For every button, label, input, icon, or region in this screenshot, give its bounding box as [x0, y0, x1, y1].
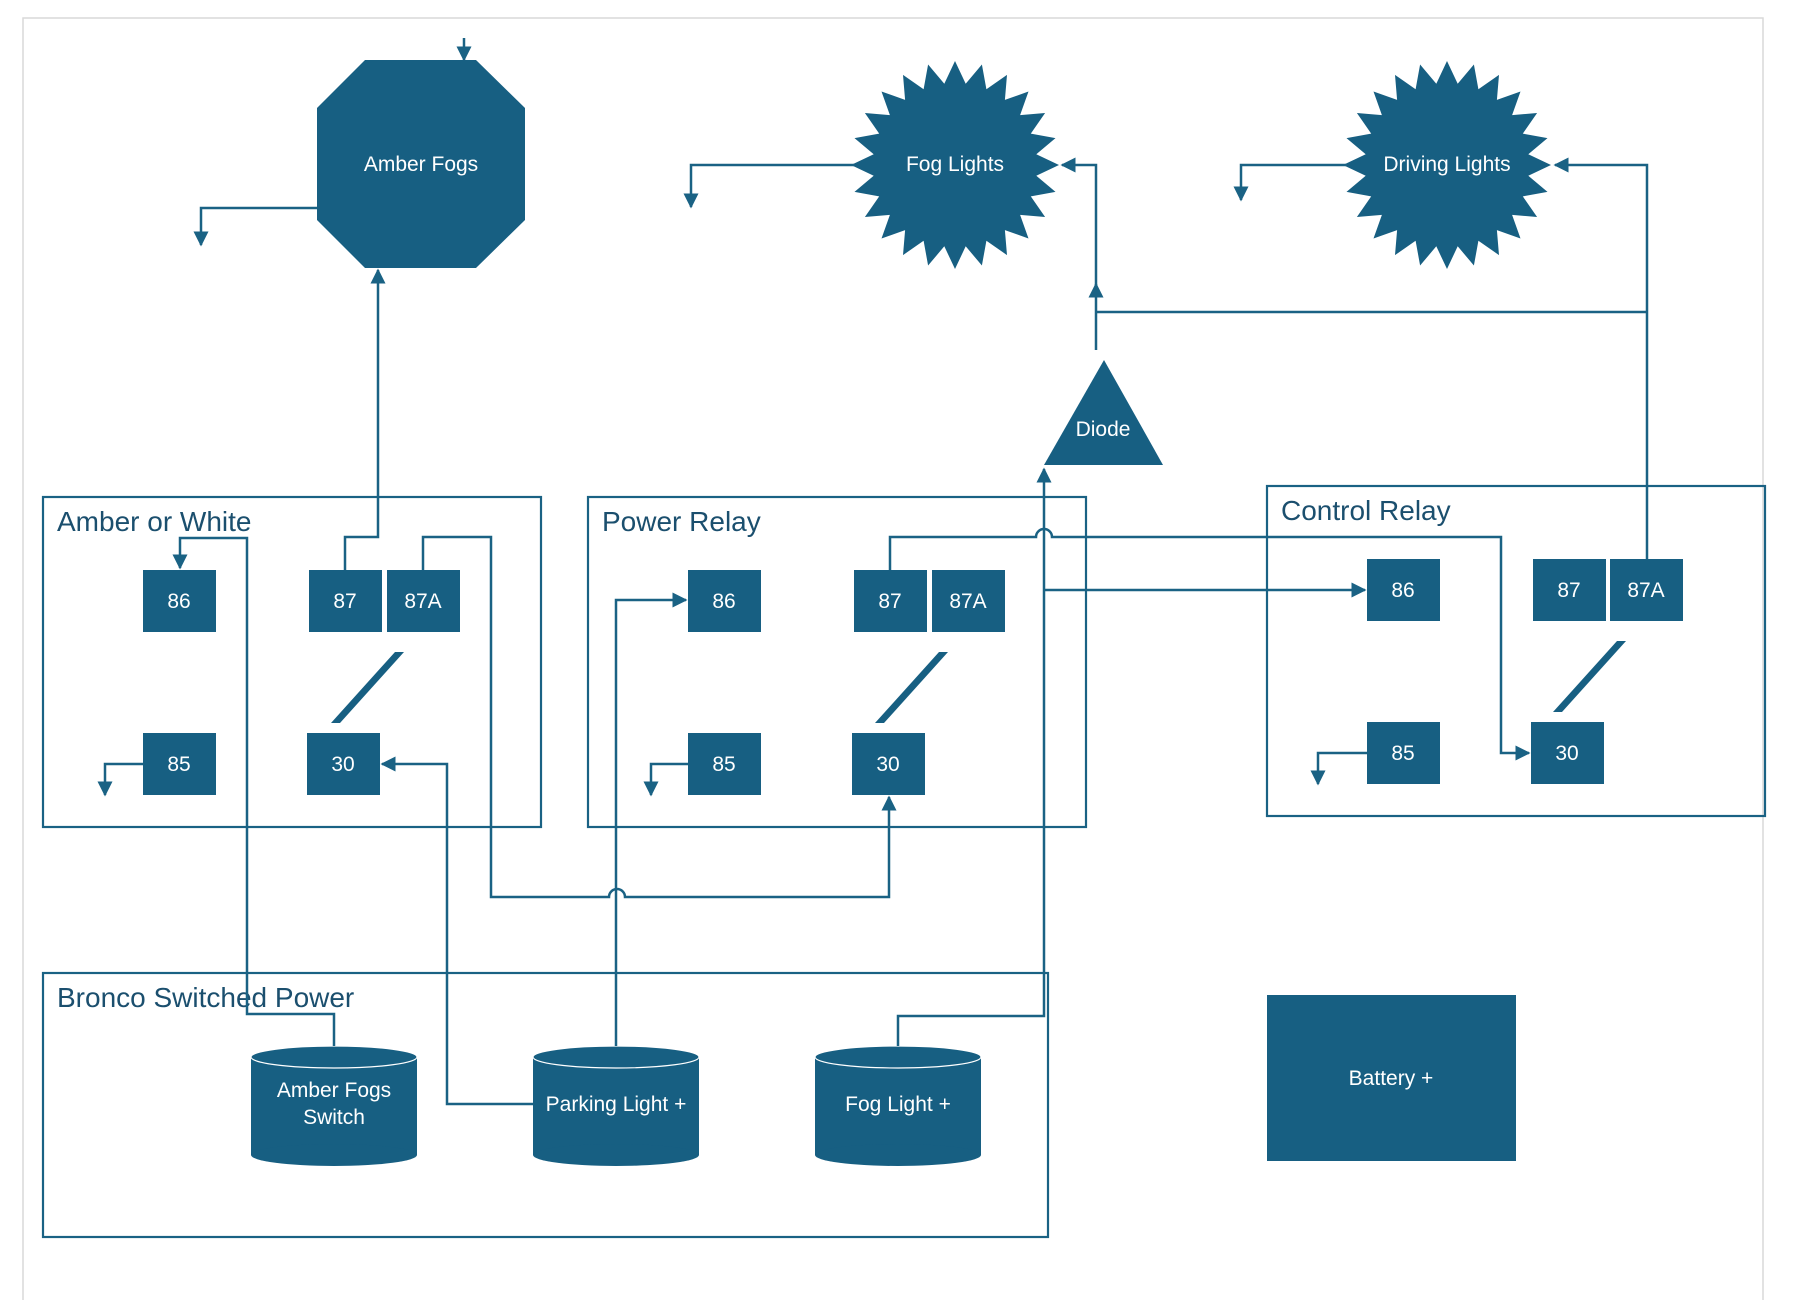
wire	[1553, 157, 1649, 559]
terminal-30[interactable]	[307, 733, 380, 795]
starburst-label: Fog Lights	[906, 153, 1004, 176]
starburst-shape	[851, 61, 1059, 269]
cylinder-label: Amber Fogs	[277, 1079, 391, 1102]
battery-label: Battery +	[1349, 1067, 1434, 1090]
bronco-frame	[41, 971, 1050, 1239]
starburst-label: Driving Lights	[1383, 153, 1510, 176]
terminal-87a[interactable]	[387, 570, 460, 632]
cylinder-label: Parking Light +	[546, 1093, 687, 1116]
terminal-label: 86	[1391, 579, 1414, 602]
relay-control[interactable]: Control Relay 86 87 87A 85 30	[1265, 484, 1767, 818]
bronco-switched-power[interactable]: Bronco Switched Power Amber Fogs Switch …	[41, 971, 1050, 1239]
bronco-title: Bronco Switched Power	[57, 982, 354, 1013]
terminal-87[interactable]	[1533, 559, 1606, 621]
relay-frame	[41, 495, 543, 829]
terminal-87a[interactable]	[932, 570, 1005, 632]
relay-amber-or-white[interactable]: Amber or White 86 87 87A 85 30	[41, 495, 543, 829]
wire	[172, 536, 336, 1046]
relay-title: Amber or White	[57, 506, 252, 537]
wire	[643, 762, 688, 797]
terminal-label: 87A	[949, 590, 986, 613]
wire	[896, 467, 1052, 1046]
terminal-label: 87A	[404, 590, 441, 613]
terminal-label: 30	[331, 753, 354, 776]
battery-box[interactable]: Battery +	[1267, 995, 1516, 1161]
wires	[97, 38, 1649, 1106]
terminal-87a[interactable]	[1610, 559, 1683, 621]
parking-light-cylinder[interactable]: Parking Light +	[532, 1045, 700, 1166]
terminal-86[interactable]	[143, 570, 216, 632]
wire	[888, 527, 1531, 761]
diode-label: Diode	[1076, 418, 1131, 441]
terminal-label: 87	[878, 590, 901, 613]
wire	[421, 535, 897, 899]
cylinder-top	[250, 1045, 418, 1069]
wire	[1310, 751, 1367, 786]
octagon-label: Amber Fogs	[364, 153, 478, 176]
wire	[97, 762, 143, 797]
diode-triangle[interactable]: Diode	[1044, 360, 1163, 465]
terminal-87[interactable]	[854, 570, 927, 632]
wire	[614, 592, 688, 1046]
relay-title: Control Relay	[1281, 495, 1451, 526]
relay-frame	[586, 495, 1088, 829]
starburst-shape	[1343, 61, 1551, 269]
relay-switch-contact	[331, 652, 404, 723]
cylinder-body	[533, 1057, 699, 1155]
octagon-shape	[317, 60, 525, 268]
battery-rect	[1267, 995, 1516, 1161]
terminal-85[interactable]	[688, 733, 761, 795]
terminal-label: 87A	[1627, 579, 1664, 602]
terminal-30[interactable]	[852, 733, 925, 795]
relay-title: Power Relay	[602, 506, 761, 537]
wire	[380, 756, 533, 1106]
terminal-label: 30	[1555, 742, 1578, 765]
terminal-label: 87	[1557, 579, 1580, 602]
cylinder-bottom	[533, 1144, 699, 1166]
terminal-label: 85	[712, 753, 735, 776]
relay-switch-contact	[875, 652, 948, 723]
cylinder-bottom	[251, 1144, 417, 1166]
wire	[683, 163, 854, 209]
terminal-85[interactable]	[143, 733, 216, 795]
page-border	[22, 17, 1764, 1300]
wire	[193, 206, 317, 247]
relay-switch-contact	[1553, 641, 1626, 712]
terminal-86[interactable]	[1367, 559, 1440, 621]
driving-lights-starburst[interactable]: Driving Lights	[1343, 61, 1551, 269]
terminal-label: 86	[712, 590, 735, 613]
terminal-label: 85	[167, 753, 190, 776]
cylinder-label: Fog Light +	[845, 1093, 951, 1116]
cylinder-bottom	[815, 1144, 981, 1166]
cylinder-top	[532, 1045, 700, 1069]
relay-frame	[1265, 484, 1767, 818]
terminal-87[interactable]	[309, 570, 382, 632]
relay-power[interactable]: Power Relay 86 87 87A 85 30	[586, 495, 1088, 829]
terminal-label: 86	[167, 590, 190, 613]
wire	[1233, 163, 1347, 202]
cylinder-label: Switch	[303, 1106, 365, 1129]
terminal-label: 87	[333, 590, 356, 613]
terminal-86[interactable]	[688, 570, 761, 632]
cylinder-body	[815, 1057, 981, 1155]
terminal-85[interactable]	[1367, 722, 1440, 784]
amber-fogs-switch-cylinder[interactable]: Amber Fogs Switch	[250, 1045, 418, 1166]
fog-light-cylinder[interactable]: Fog Light +	[814, 1045, 982, 1166]
wire	[343, 268, 386, 570]
terminal-30[interactable]	[1531, 722, 1604, 784]
cylinder-top	[814, 1045, 982, 1069]
terminal-label: 30	[876, 753, 899, 776]
amber-fogs-octagon[interactable]: Amber Fogs	[317, 60, 525, 268]
fog-lights-starburst[interactable]: Fog Lights	[851, 61, 1059, 269]
terminal-label: 85	[1391, 742, 1414, 765]
cylinder-body	[251, 1057, 417, 1155]
wire	[1060, 157, 1098, 286]
triangle-shape	[1044, 360, 1163, 465]
